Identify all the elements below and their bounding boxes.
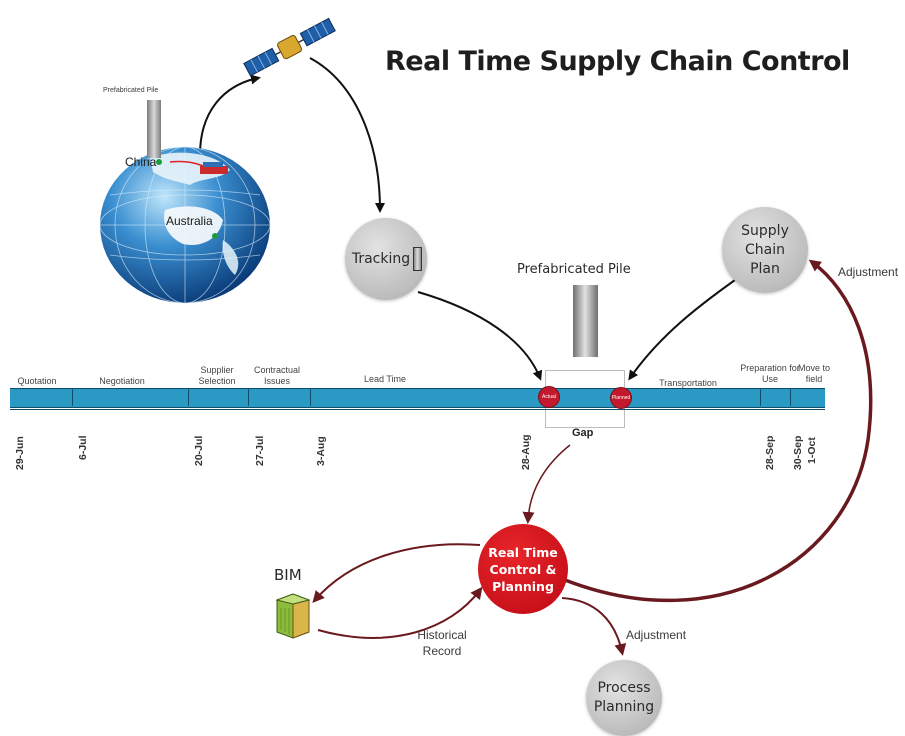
timeline-underline — [10, 409, 825, 410]
process-planning-node: Process Planning — [586, 660, 662, 736]
phase-negotiation: Negotiation — [99, 376, 145, 386]
control-to-process-arrow — [561, 597, 627, 656]
gap-to-control-arrow — [522, 444, 571, 524]
globe-icon — [99, 146, 271, 304]
tracking-pile-icon — [413, 247, 422, 271]
timeline-divider — [760, 388, 761, 406]
historical-record-label: Historical Record — [417, 628, 467, 658]
timeline-divider — [188, 388, 189, 406]
satellite-icon — [243, 17, 336, 77]
date-label: 6-Jul — [77, 435, 89, 460]
actual-marker-label: Actual — [542, 394, 556, 400]
date-label: 3-Aug — [315, 436, 327, 466]
timeline-divider — [248, 388, 249, 406]
plan-to-planned-arrow — [628, 279, 736, 381]
supply-chain-plan-label: Supply Chain Plan — [741, 222, 789, 277]
timeline-divider — [790, 388, 791, 406]
adjustment-top-label: Adjustment — [838, 265, 899, 279]
actual-marker: Actual — [538, 386, 560, 408]
pile-icon-globe — [147, 100, 161, 158]
gap-label: Gap — [572, 427, 594, 439]
australia-label: Australia — [166, 214, 213, 228]
adjustment-bottom-label: Adjustment — [626, 628, 687, 642]
timeline-divider — [310, 388, 311, 406]
tracking-label: Tracking — [351, 250, 411, 267]
prefab-pile-label: Prefabricated Pile — [517, 262, 631, 277]
prefab-pile-icon — [573, 285, 598, 357]
date-label: 27-Jul — [254, 435, 266, 466]
real-time-control-label: Real Time Control & Planning — [488, 544, 558, 594]
phase-move-to-field: Move to field — [797, 363, 830, 384]
date-label: 30-Sep — [792, 435, 804, 470]
process-planning-label: Process Planning — [593, 680, 655, 715]
date-label: 29-Jun — [14, 436, 26, 470]
phase-contractual-issues: Contractual Issues — [253, 365, 301, 386]
planned-marker-label: Planned — [611, 395, 631, 401]
china-label: China — [125, 155, 157, 169]
planned-marker: Planned — [610, 387, 632, 409]
date-label: 28-Sep — [764, 435, 776, 470]
date-label: 1-Oct — [806, 437, 818, 464]
satellite-to-tracking-arrow — [309, 57, 385, 213]
bim-building-icon — [275, 593, 311, 639]
real-time-control-node: Real Time Control & Planning — [478, 524, 568, 614]
phase-quotation: Quotation — [17, 376, 57, 386]
date-label: 20-Jul — [193, 435, 205, 466]
globe-pile-label: Prefabricated Pile — [103, 87, 159, 94]
phase-transportation: Transportation — [659, 378, 717, 388]
timeline-bar — [10, 388, 825, 408]
control-to-plan-arrow — [564, 259, 873, 603]
phase-supplier-selection: Supplier Selection — [198, 365, 236, 386]
phase-lead-time: Lead Time — [363, 374, 407, 384]
phase-preparation: Preparation for Use — [740, 363, 800, 384]
bim-label: BIM — [274, 566, 302, 584]
globe-to-satellite-arrow — [199, 74, 261, 156]
bim-to-control-arrow — [317, 586, 483, 639]
control-to-bim-arrow — [312, 543, 481, 604]
timeline-divider — [72, 388, 73, 406]
supply-chain-plan-node: Supply Chain Plan — [722, 207, 808, 293]
page-title: Real Time Supply Chain Control — [385, 46, 850, 77]
tracking-to-actual-arrow — [417, 291, 543, 381]
date-label: 28-Aug — [520, 434, 532, 470]
